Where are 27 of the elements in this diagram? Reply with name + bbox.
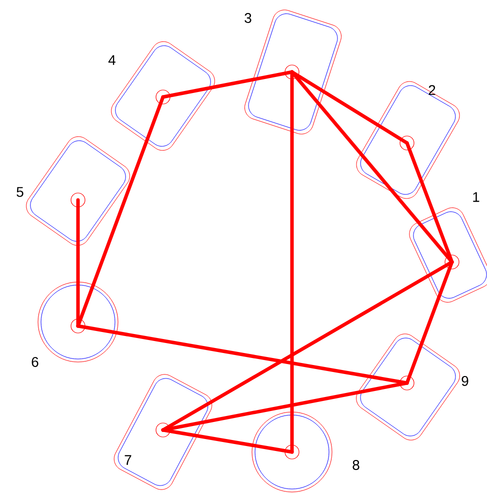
connector-line	[405, 260, 454, 385]
node-circle	[444, 254, 460, 270]
node-number: 1	[473, 192, 480, 202]
connector-line	[76, 95, 165, 328]
connector-line	[405, 141, 454, 264]
node-circle	[70, 318, 86, 334]
node-number: 5	[16, 187, 24, 197]
node-number: 9	[462, 376, 468, 386]
node-number: 4	[108, 55, 116, 65]
node-circle	[70, 192, 86, 208]
node-circle	[284, 444, 300, 460]
node-number: 6	[32, 357, 38, 367]
node-number: 3	[244, 13, 252, 23]
node-circle	[400, 376, 414, 390]
node-circle	[284, 64, 300, 80]
node-circle	[400, 136, 414, 150]
connector-line	[290, 70, 454, 264]
node-circle	[156, 90, 170, 104]
connector-line	[290, 70, 409, 145]
connector-line	[161, 260, 454, 432]
node-circle	[156, 422, 170, 438]
connector-line	[161, 428, 294, 454]
connector-line	[76, 324, 409, 385]
node-number: 2	[428, 85, 436, 95]
connector-line	[76, 198, 80, 328]
node-number: 7	[124, 455, 132, 465]
node-number: 8	[352, 460, 360, 470]
